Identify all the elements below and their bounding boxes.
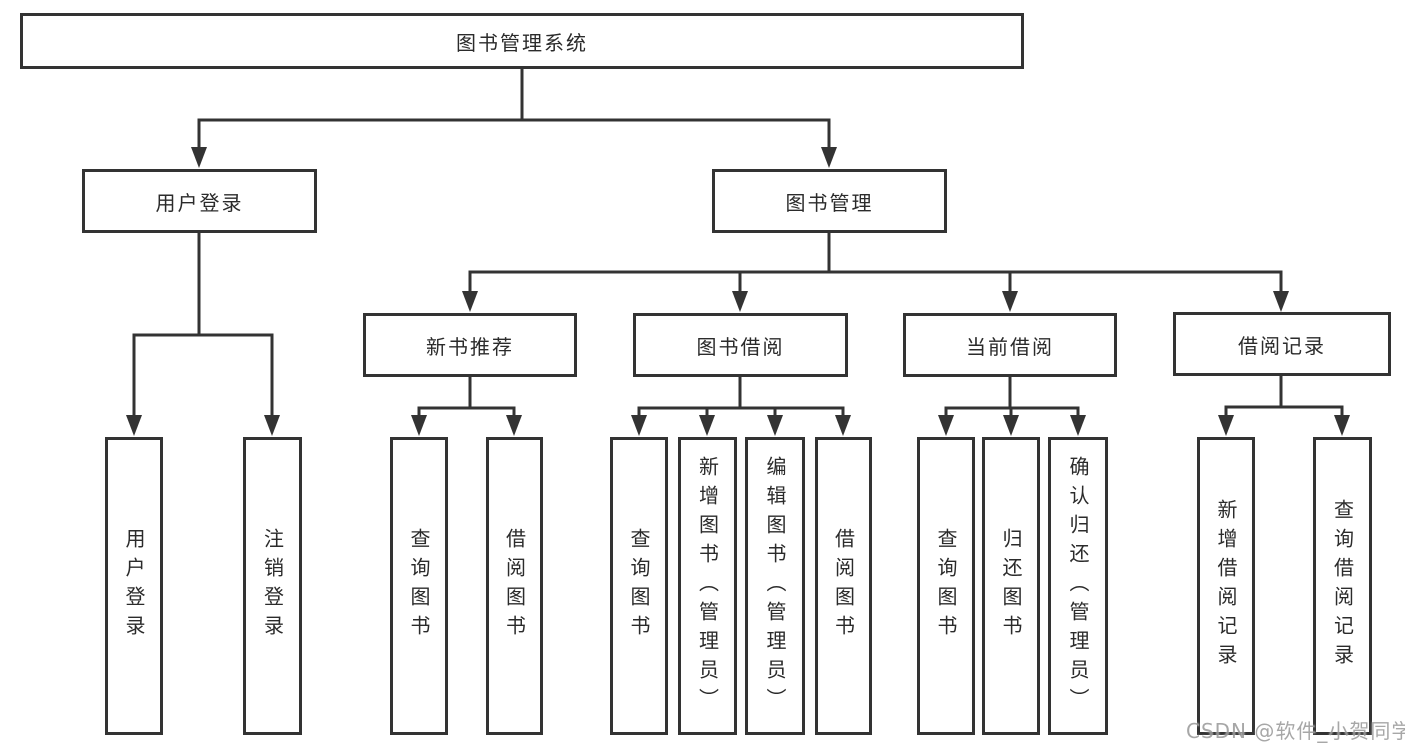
leaf-label: 查询图书	[407, 528, 431, 644]
branch-node-user-login: 用户登录	[82, 169, 317, 233]
leaf-label: 借阅图书	[502, 528, 527, 644]
leaf-node-query-books-recommend: 查询图书	[390, 437, 448, 735]
leaf-node-borrow-books: 借阅图书	[815, 437, 872, 735]
leaf-node-return-books: 归还图书	[982, 437, 1040, 735]
leaf-label: 用户登录	[122, 528, 146, 644]
leaf-label: 借阅图书	[831, 528, 856, 644]
root-node-library-system: 图书管理系统	[20, 13, 1024, 69]
leaf-label: 新增图书（管理员）	[695, 455, 720, 717]
leaf-node-add-borrow-record: 新增借阅记录	[1197, 437, 1255, 735]
leaf-node-edit-books-admin: 编辑图书（管理员）	[745, 437, 805, 735]
leaf-node-add-books-admin: 新增图书（管理员）	[678, 437, 737, 735]
leaf-node-query-books-current: 查询图书	[917, 437, 975, 735]
leaf-node-confirm-return-admin: 确认归还（管理员）	[1048, 437, 1108, 735]
leaf-label: 查询图书	[934, 528, 958, 644]
leaf-label: 确认归还（管理员）	[1066, 455, 1090, 717]
leaf-label: 归还图书	[999, 528, 1023, 644]
group-node-borrow-records: 借阅记录	[1173, 312, 1391, 376]
group-node-new-book-recommend: 新书推荐	[363, 313, 577, 377]
leaf-node-query-borrow-record: 查询借阅记录	[1313, 437, 1372, 735]
leaf-label: 注销登录	[260, 528, 285, 644]
leaf-label: 编辑图书（管理员）	[763, 455, 787, 717]
leaf-label: 查询图书	[627, 528, 651, 644]
leaf-node-query-books-borrow: 查询图书	[610, 437, 668, 735]
leaf-label: 新增借阅记录	[1214, 499, 1238, 673]
group-node-current-borrow: 当前借阅	[903, 313, 1117, 377]
leaf-node-borrow-books-recommend: 借阅图书	[486, 437, 543, 735]
leaf-node-user-login: 用户登录	[105, 437, 163, 735]
leaf-label: 查询借阅记录	[1330, 499, 1355, 673]
csdn-watermark: CSDN @软件_小贺同学	[1186, 719, 1405, 743]
group-node-book-borrow: 图书借阅	[633, 313, 848, 377]
leaf-node-logout: 注销登录	[243, 437, 302, 735]
branch-node-book-management: 图书管理	[712, 169, 947, 233]
